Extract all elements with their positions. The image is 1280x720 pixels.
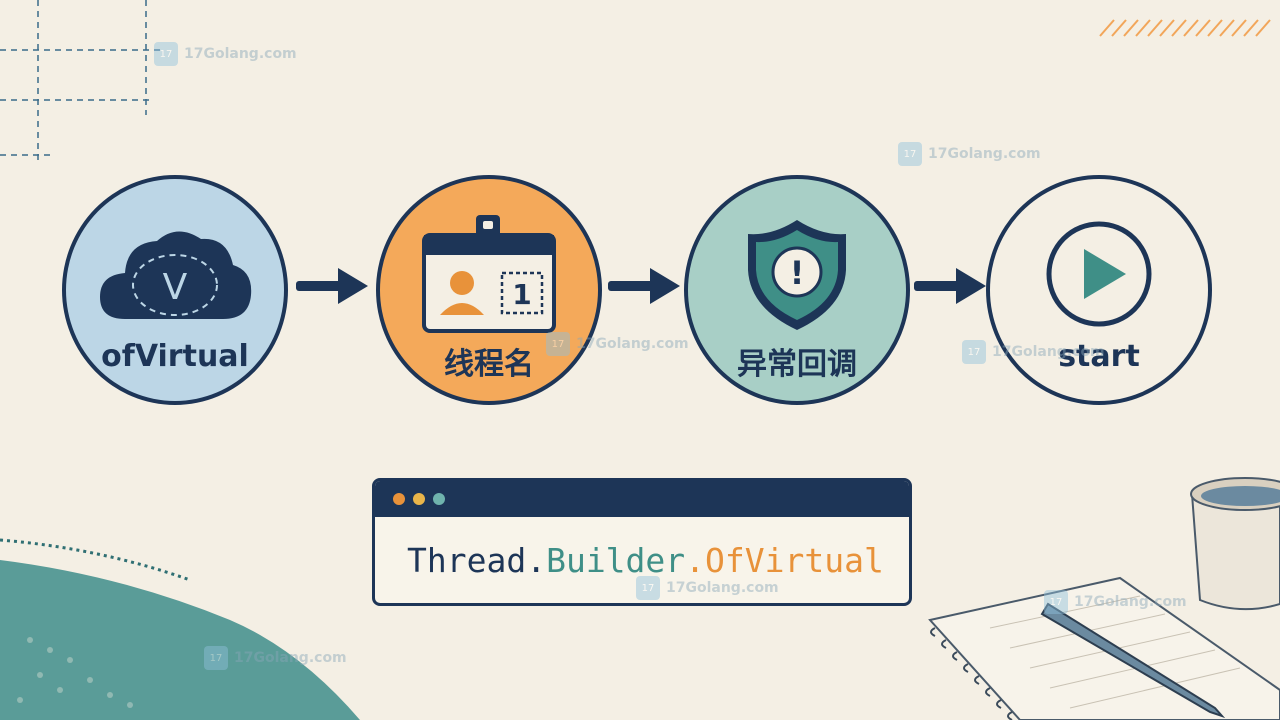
coffee-cup-illustration: [1190, 477, 1280, 611]
step-label: 异常回调: [737, 347, 857, 382]
arrow-right-icon: [296, 268, 368, 304]
window-dot-yellow: [413, 493, 425, 505]
halftone-dots: [17, 637, 133, 708]
hatch-decor: [1099, 19, 1271, 37]
teal-brush-shape: [0, 560, 360, 720]
code-window: Thread.Builder.OfVirtual: [372, 478, 912, 606]
dashed-guides: [0, 0, 160, 165]
step-exception-callback: ! 异常回调: [684, 175, 910, 405]
code-titlebar: [375, 481, 909, 517]
badge-number: 1: [512, 278, 531, 311]
play-icon: [1046, 221, 1152, 327]
step-ofvirtual: V ofVirtual: [62, 175, 288, 405]
code-part-thread: Thread.: [407, 541, 547, 580]
shield-alert-icon: !: [748, 220, 846, 330]
code-part-ofvirtual: .OfVirtual: [685, 541, 884, 580]
step-start: start: [986, 175, 1212, 405]
step-label: ofVirtual: [101, 339, 249, 374]
step-thread-name: 1 线程名: [376, 175, 602, 405]
notebook-illustration: [928, 576, 1280, 720]
arrow-right-icon: [608, 268, 680, 304]
step-label: 线程名: [444, 347, 534, 382]
cloud-v-icon: V: [100, 231, 252, 319]
cloud-letter: V: [163, 267, 188, 308]
code-part-builder: Builder: [546, 541, 686, 580]
arrow-right-icon: [914, 268, 986, 304]
alert-glyph: !: [790, 254, 805, 292]
pen-icon: [1040, 602, 1226, 719]
brush-edge: [0, 538, 191, 582]
id-badge-icon: 1: [422, 215, 556, 333]
window-dot-orange: [393, 493, 405, 505]
code-line: Thread.Builder.OfVirtual: [407, 541, 884, 580]
step-label: start: [1058, 339, 1140, 374]
window-dot-teal: [433, 493, 445, 505]
